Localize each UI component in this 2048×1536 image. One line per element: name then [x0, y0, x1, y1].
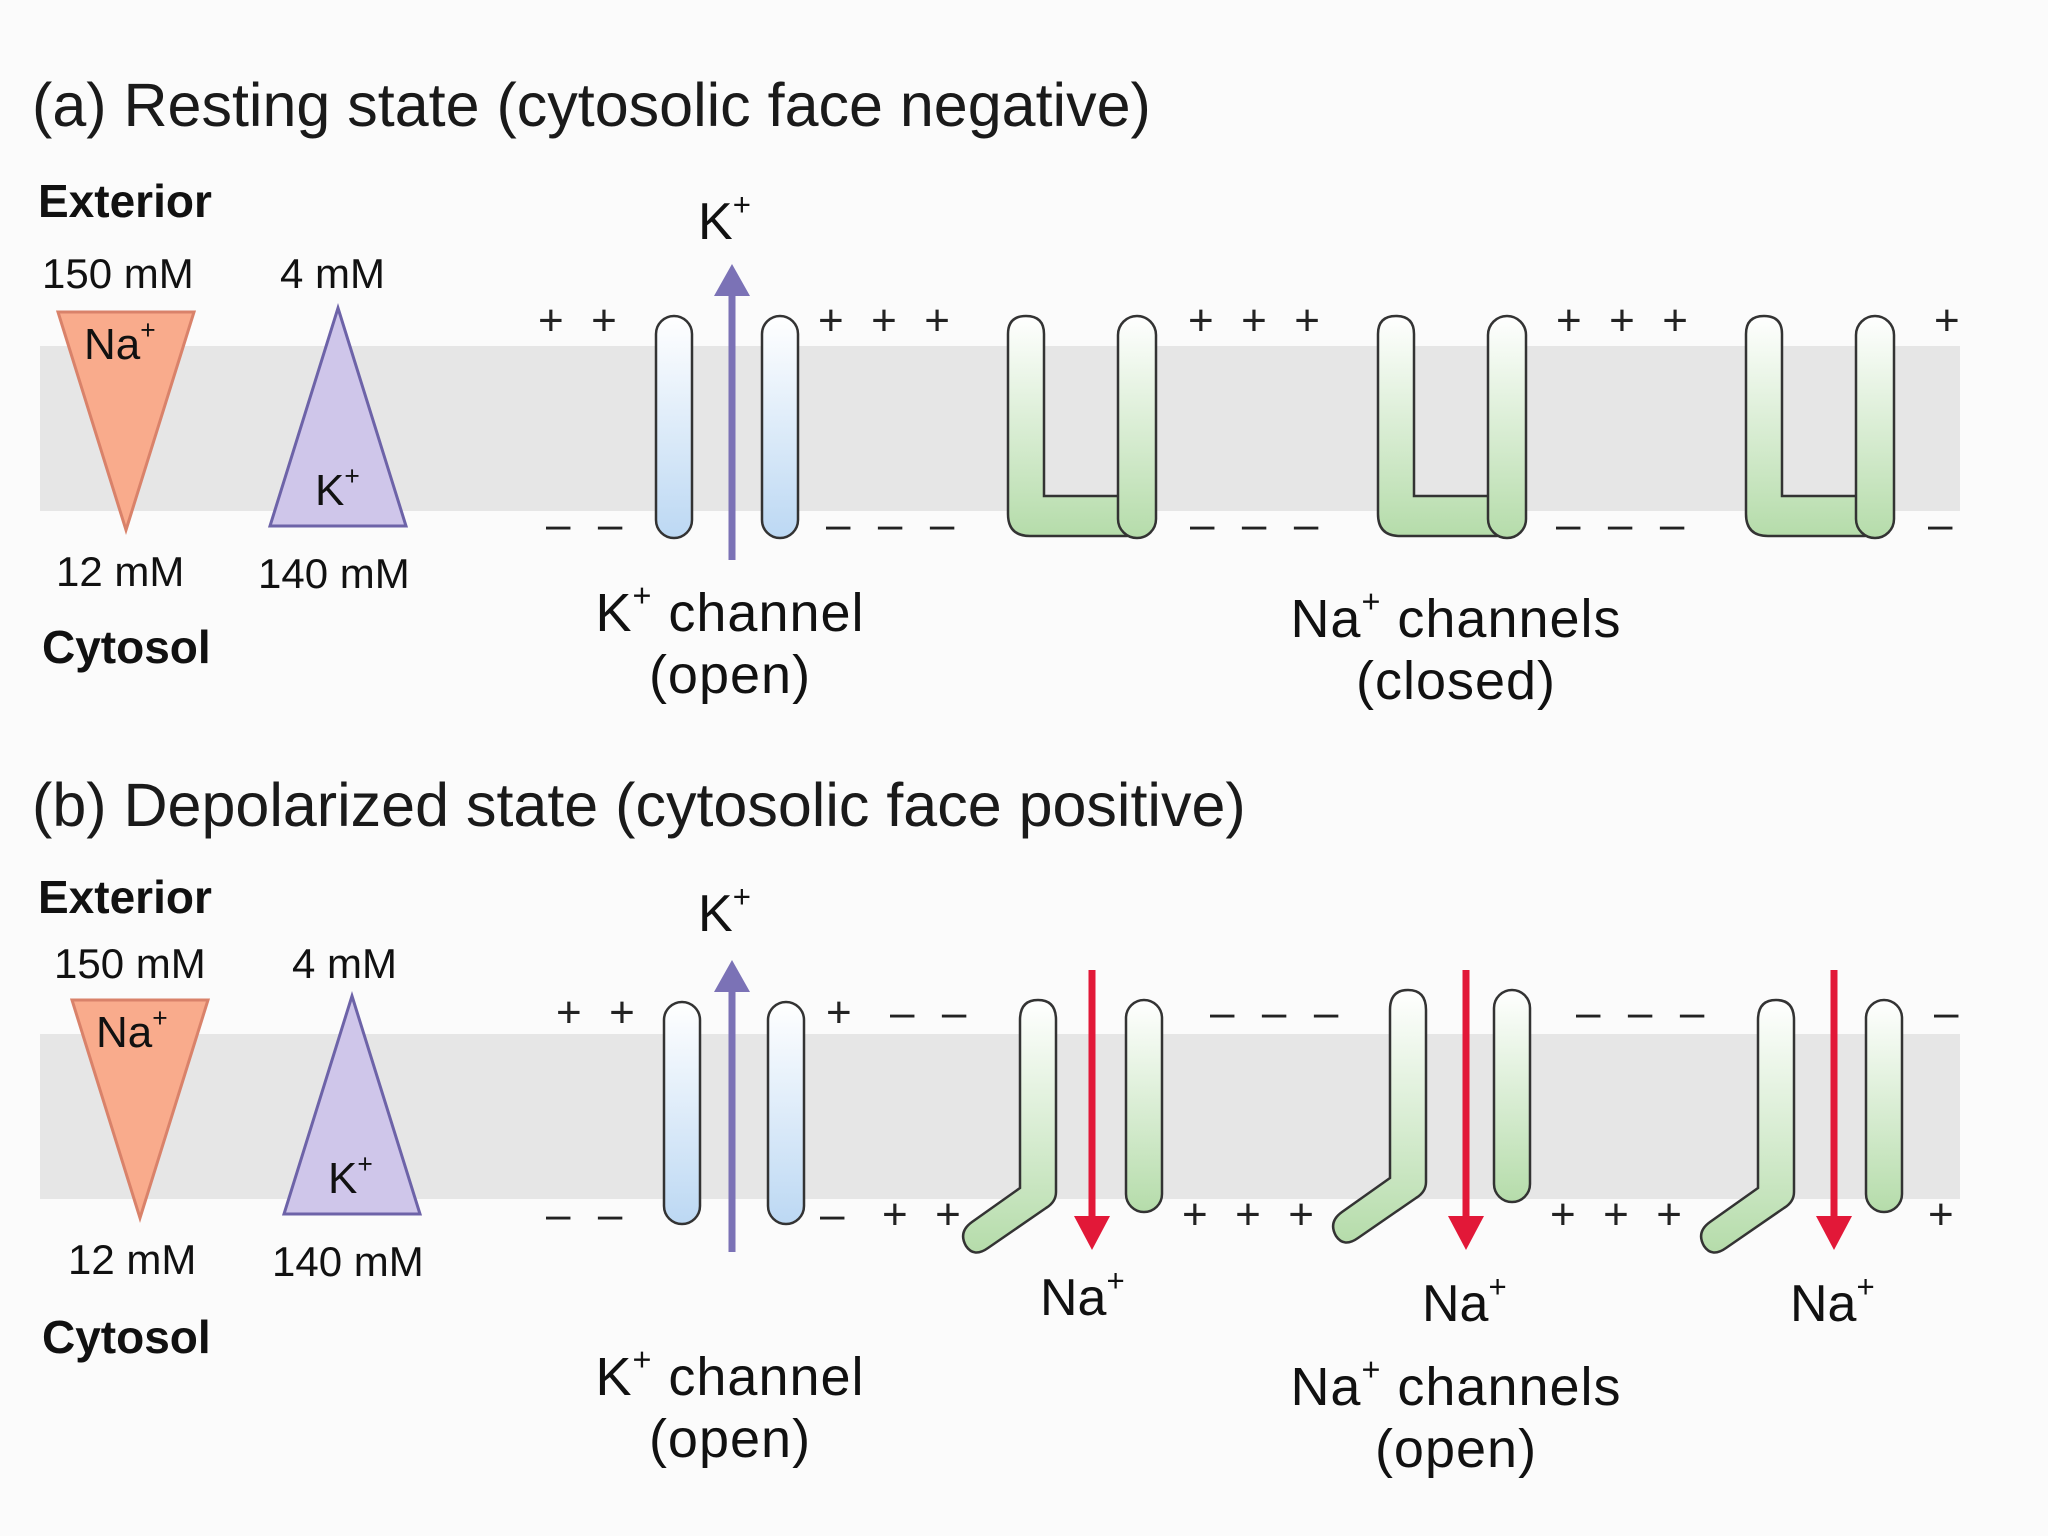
- membrane-charge-bottom: –: [820, 1190, 846, 1239]
- na-channels-caption: Na+ channels (closed): [1290, 583, 1622, 711]
- na-exterior-concentration: 150 mM: [42, 250, 194, 297]
- na-gradient-triangle: [69, 998, 211, 1224]
- k-channel-caption: K+ channel (open): [595, 1341, 865, 1469]
- membrane-charge-top: + + +: [1188, 296, 1321, 345]
- k-gradient-triangle: [281, 990, 423, 1216]
- na-ion-label: Na+: [1040, 1263, 1125, 1327]
- k-exterior-concentration: 4 mM: [292, 940, 397, 987]
- k-triangle-label: K+: [315, 461, 360, 515]
- k-exterior-concentration: 4 mM: [280, 250, 385, 297]
- na-influx-arrow: [1448, 970, 1484, 1250]
- na-triangle-label: Na+: [96, 1003, 168, 1057]
- membrane-charge-top: + + +: [818, 296, 951, 345]
- na-ion-label: Na+: [1422, 1269, 1507, 1333]
- panel-title-resting: (a) Resting state (cytosolic face negati…: [32, 71, 1151, 139]
- k-cytosol-concentration: 140 mM: [258, 550, 410, 597]
- membrane-charge-bottom: – – –: [826, 500, 956, 549]
- membrane-charge-top: – – –: [1576, 988, 1706, 1037]
- membrane-charge-top: – –: [890, 988, 968, 1037]
- panel-resting-state: (a) Resting state (cytosolic face negati…: [32, 71, 1961, 711]
- k-gradient-triangle: [267, 302, 409, 528]
- exterior-label: Exterior: [38, 175, 212, 227]
- membrane-charge-bottom: + + +: [1550, 1190, 1683, 1239]
- na-channel-closed-1: [1006, 314, 1158, 540]
- membrane-charge-top: + +: [538, 296, 618, 345]
- na-channel-open-1: [961, 998, 1164, 1254]
- cytosol-label: Cytosol: [42, 621, 211, 673]
- membrane-charge-top: –: [1934, 988, 1960, 1037]
- na-channel-closed-2: [1376, 314, 1528, 540]
- membrane-charge-bottom: – – –: [1190, 500, 1320, 549]
- membrane-charge-bottom: + +: [882, 1190, 962, 1239]
- membrane-charge-top: +: [1934, 296, 1961, 345]
- na-cytosol-concentration: 12 mM: [68, 1236, 197, 1283]
- na-influx-arrow: [1816, 970, 1852, 1250]
- exterior-label: Exterior: [38, 871, 212, 923]
- membrane-charge-bottom: + + +: [1182, 1190, 1315, 1239]
- k-ion-label: K+: [698, 187, 751, 251]
- na-channel-open-2: [1331, 988, 1532, 1244]
- k-cytosol-concentration: 140 mM: [272, 1238, 424, 1285]
- na-channels-caption: Na+ channels (open): [1290, 1351, 1622, 1479]
- k-channel-subunit-left: [654, 314, 694, 540]
- k-channel-subunit-right: [760, 314, 800, 540]
- na-exterior-concentration: 150 mM: [54, 940, 206, 987]
- panel-depolarized-state: (b) Depolarized state (cytosolic face po…: [0, 770, 2048, 1536]
- k-channel-caption: K+ channel (open): [595, 577, 865, 705]
- membrane-charge-bottom: – – –: [1556, 500, 1686, 549]
- k-efflux-arrow: [714, 960, 750, 1252]
- membrane-charge-bottom: +: [1928, 1190, 1955, 1239]
- k-triangle-label: K+: [328, 1149, 373, 1203]
- na-triangle-label: Na+: [84, 315, 156, 369]
- k-channel-subunit-left: [662, 1000, 702, 1226]
- membrane-charge-bottom: – –: [546, 500, 624, 549]
- membrane-charge-top: – – –: [1210, 988, 1340, 1037]
- na-cytosol-concentration: 12 mM: [56, 548, 185, 595]
- membrane-charge-top: + +: [556, 988, 636, 1037]
- membrane-charge-top: +: [826, 988, 853, 1037]
- k-channel-subunit-right: [766, 1000, 806, 1226]
- k-efflux-arrow: [714, 264, 750, 560]
- na-gradient-triangle: [55, 310, 197, 536]
- panel-title-depolarized: (b) Depolarized state (cytosolic face po…: [32, 771, 1246, 839]
- cytosol-label: Cytosol: [42, 1311, 211, 1363]
- na-influx-arrow: [1074, 970, 1110, 1250]
- na-channel-open-3: [1699, 998, 1904, 1254]
- na-ion-label: Na+: [1790, 1269, 1875, 1333]
- membrane-charge-bottom: – –: [546, 1190, 624, 1239]
- k-ion-label: K+: [698, 879, 751, 943]
- membrane-charge-bottom: –: [1928, 500, 1954, 549]
- na-channel-closed-3: [1744, 314, 1896, 540]
- membrane-charge-top: + + +: [1556, 296, 1689, 345]
